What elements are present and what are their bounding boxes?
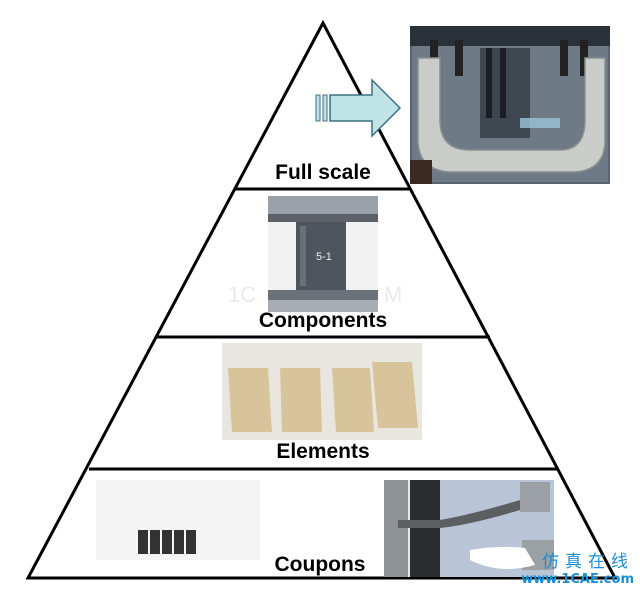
- full-scale-test-photo: [410, 26, 610, 184]
- component-specimen-photo: 5-1 1C M: [228, 196, 402, 312]
- element-specimens-photo: [222, 343, 422, 440]
- watermark-site-text: www.1CAE.com: [521, 572, 634, 587]
- level-label-coupons: Coupons: [274, 553, 366, 576]
- coupon-test-fixture-photo: [384, 480, 554, 577]
- svg-text:1C: 1C: [228, 282, 256, 307]
- coupon-strips-photo: [96, 480, 260, 560]
- level-label-components: Components: [258, 309, 388, 332]
- arrow-icon: [315, 78, 402, 138]
- svg-text:M: M: [384, 282, 402, 307]
- site-watermark: 仿真在线 www.1CAE.com: [521, 547, 634, 587]
- svg-text:5-1: 5-1: [316, 251, 332, 263]
- level-label-full-scale: Full scale: [275, 161, 371, 184]
- watermark-chinese-text: 仿真在线: [542, 552, 634, 572]
- level-label-elements: Elements: [276, 440, 370, 463]
